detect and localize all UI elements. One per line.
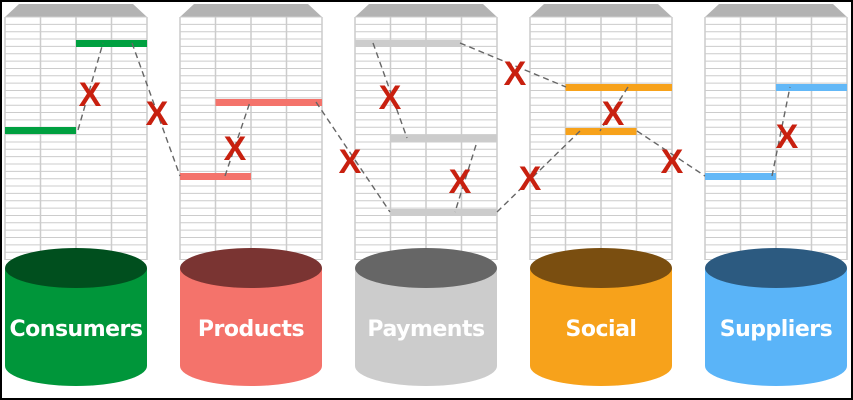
cylinder-body (705, 268, 847, 386)
sheet-header (180, 4, 322, 17)
database-cylinder-social: Social (530, 248, 672, 386)
cylinder-top (705, 248, 847, 288)
cylinder-top (180, 248, 322, 288)
relationship-link (599, 86, 629, 132)
highlighted-record-bar (5, 127, 76, 134)
database-label: Social (566, 317, 637, 342)
mismatch-x-icon: X (504, 55, 527, 93)
mismatch-x-icon: X (146, 95, 169, 133)
database-label: Suppliers (720, 317, 833, 342)
highlighted-record-bar (355, 40, 462, 47)
relationship-link (77, 42, 104, 131)
spreadsheet-suppliers (704, 4, 848, 261)
cylinder-top (530, 248, 672, 288)
mismatch-x-icon: X (339, 143, 362, 181)
highlighted-record-bar (705, 173, 776, 180)
mismatch-x-icon: X (519, 160, 542, 198)
cylinder-body (355, 268, 497, 386)
highlighted-record-bar (776, 84, 847, 91)
sheet-header (5, 4, 147, 17)
cylinder-body (180, 268, 322, 386)
relationship-link (459, 42, 567, 88)
database-cylinder-suppliers: Suppliers (705, 248, 847, 386)
mismatch-x-icon: X (602, 95, 625, 133)
database-cylinder-products: Products (180, 248, 322, 386)
mismatch-x-icon: X (449, 163, 472, 201)
relationship-link (372, 42, 408, 139)
sheet-header (530, 4, 672, 17)
cylinder-top (5, 248, 147, 288)
mismatch-x-icon: X (379, 79, 402, 117)
database-label: Payments (367, 317, 485, 342)
highlighted-record-bar (390, 209, 497, 216)
cylinder-top (355, 248, 497, 288)
cylinder-body (5, 268, 147, 386)
sheet-header (705, 4, 847, 17)
highlighted-record-bar (76, 40, 147, 47)
mismatch-x-icon: X (224, 130, 247, 168)
highlighted-record-bar (180, 173, 251, 180)
spreadsheet-consumers (4, 4, 148, 261)
highlighted-record-bar (565, 128, 637, 135)
mismatch-x-icon: X (776, 118, 799, 156)
relationship-link (224, 101, 251, 177)
relationship-link (636, 130, 706, 177)
highlighted-record-bar (215, 99, 322, 106)
mismatch-x-icon: X (79, 76, 102, 114)
database-cylinder-payments: Payments (355, 248, 497, 386)
spreadsheet-payments (354, 4, 498, 261)
relationship-link (131, 42, 181, 177)
database-label: Products (198, 317, 305, 342)
database-cylinder-consumers: Consumers (5, 248, 147, 386)
sheet-header (355, 4, 497, 17)
cylinder-body (530, 268, 672, 386)
spreadsheet-products (179, 4, 323, 261)
spreadsheet-social (529, 4, 673, 261)
mismatch-x-icon: X (661, 143, 684, 181)
relationship-link (771, 86, 791, 177)
highlighted-record-bar (390, 135, 497, 142)
database-label: Consumers (10, 317, 143, 342)
highlighted-record-bar (565, 84, 672, 91)
relationship-link (454, 144, 477, 213)
relationship-link (315, 101, 391, 213)
